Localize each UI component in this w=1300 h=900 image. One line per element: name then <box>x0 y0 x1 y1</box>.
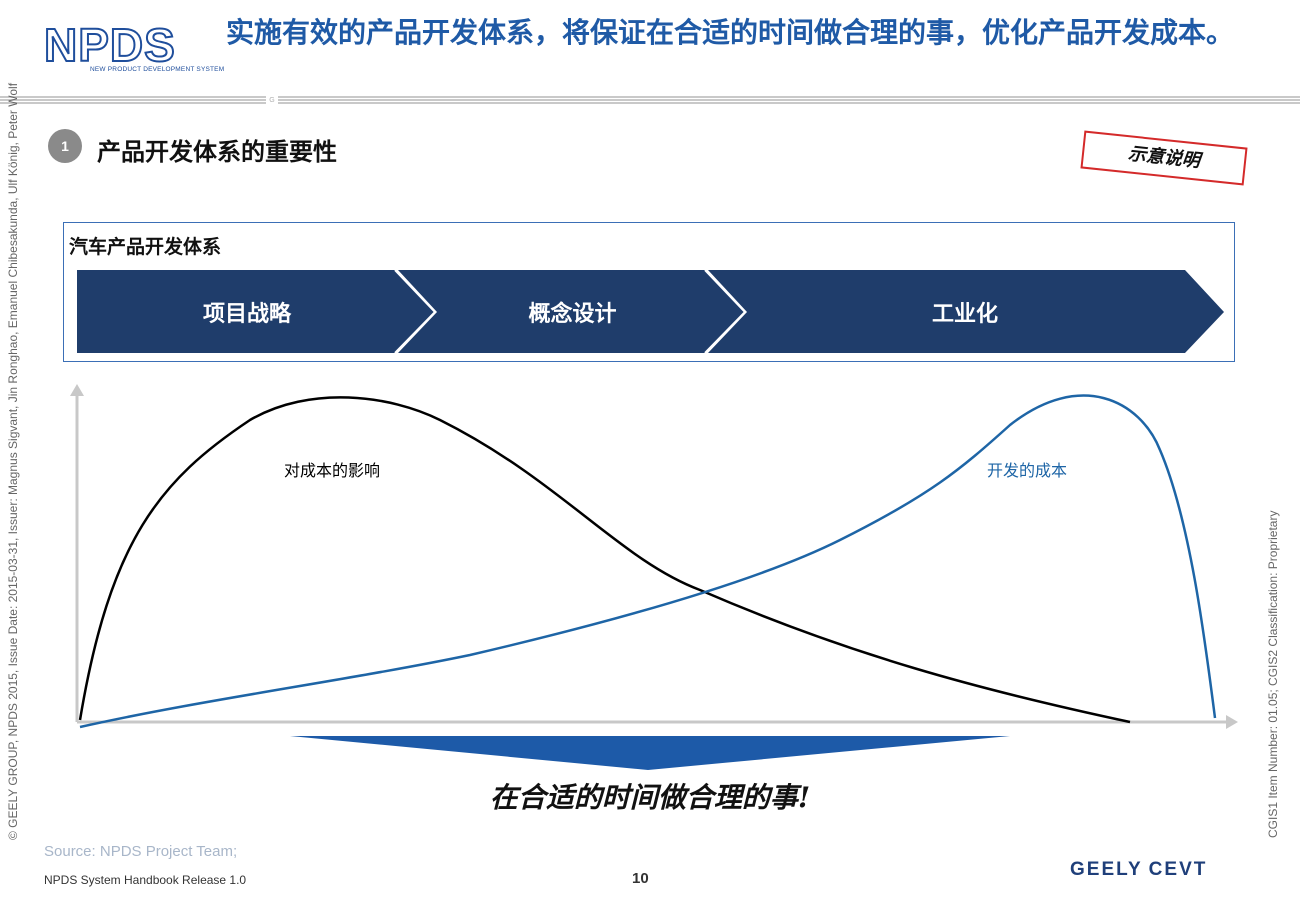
logo-subtitle: NEW PRODUCT DEVELOPMENT SYSTEM <box>90 66 225 73</box>
phase-label-industrial: 工业化 <box>931 302 998 327</box>
cevt-logo: CEVT <box>1148 859 1208 880</box>
x-axis-arrow-icon <box>1226 715 1238 729</box>
conclusion-text: 在合适的时间做合理的事! <box>489 781 811 814</box>
chevron-divider <box>704 269 747 354</box>
phase-chevron-industrial <box>708 270 1224 353</box>
phase-chevron-strategy <box>77 270 435 353</box>
cost-curve-label: 开发的成本 <box>987 461 1068 480</box>
process-box <box>63 222 1235 362</box>
chevron-divider <box>394 269 437 354</box>
page-title: 实施有效的产品开发体系，将保证在合适的时间做合理的事，优化产品开发成本。 <box>226 16 1235 49</box>
process-label: 汽车产品开发体系 <box>69 236 222 258</box>
classification-sidebar: CGIS1 Item Number: 01.05; CGIS2 Classifi… <box>1266 510 1280 838</box>
phase-label-concept: 概念设计 <box>528 302 617 327</box>
divider-mark-icon: G <box>266 96 278 105</box>
section-number-badge: 1 <box>48 129 82 163</box>
copyright-sidebar: © GEELY GROUP, NPDS 2015, Issue Date: 20… <box>6 82 20 840</box>
y-axis-arrow-icon <box>70 384 84 396</box>
npds-logo: NPDS <box>43 19 176 71</box>
conclusion-banner <box>290 736 1010 770</box>
impact-curve-label: 对成本的影响 <box>284 461 381 480</box>
section-title: 产品开发体系的重要性 <box>97 138 337 166</box>
impact-curve <box>78 396 1131 724</box>
page-number: 10 <box>632 870 649 887</box>
footer-handbook: NPDS System Handbook Release 1.0 <box>44 873 247 887</box>
header-divider <box>0 96 1300 105</box>
phase-label-strategy: 项目战略 <box>202 302 291 327</box>
source-note: Source: NPDS Project Team; <box>44 843 238 860</box>
geely-logo: GEELY <box>1070 859 1143 880</box>
cost-curve <box>79 394 1217 729</box>
phase-chevron-concept <box>398 270 745 353</box>
